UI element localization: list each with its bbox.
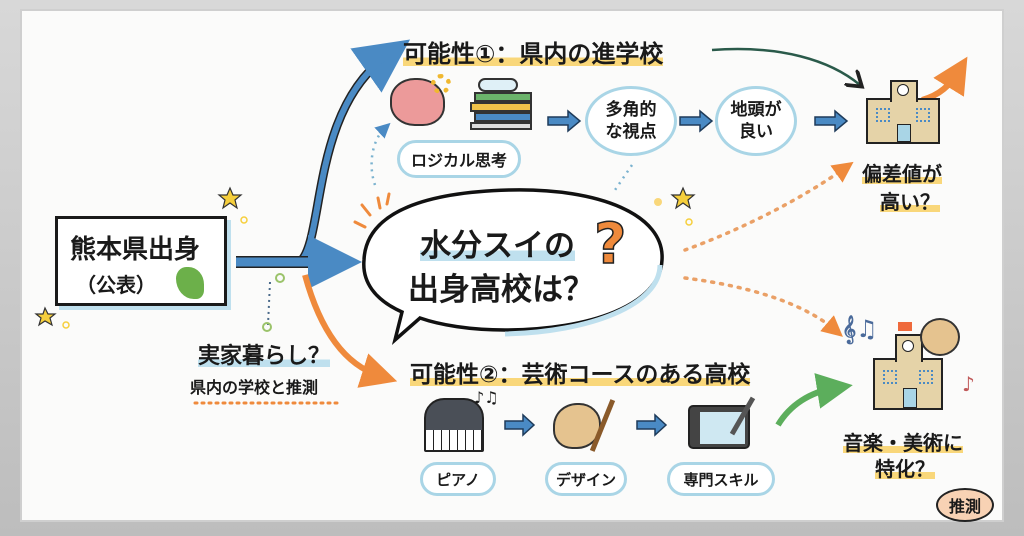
center-question-line2: 出身高校は？: [408, 272, 594, 308]
music-note-icon: 𝄞♫: [842, 315, 878, 343]
question-mark-icon: ?: [593, 211, 627, 278]
tablet-icon: [688, 405, 750, 449]
brain-icon: [390, 74, 451, 126]
guess-badge: 推測: [936, 488, 994, 522]
home-note: 県内の学校と推測: [190, 378, 319, 397]
origin-box: 熊本県出身 （公表）: [55, 216, 227, 306]
result1-line1: 偏差値が: [862, 162, 942, 186]
home-guess: 実家暮らし？: [198, 344, 331, 369]
school-icon: [866, 80, 940, 144]
origin-note: （公表）: [76, 273, 156, 297]
arts-school-icon: [873, 334, 943, 410]
label-skills: 専門スキル: [667, 462, 775, 496]
green-arrow: [775, 373, 853, 427]
center-question-line1: 水分スイの: [420, 228, 575, 264]
arrow-to-possibility2: [302, 274, 398, 388]
logic-bubble: ロジカル思考: [397, 140, 521, 178]
origin-label: 熊本県出身: [70, 235, 201, 265]
possibility1-title: 可能性①：県内の進学校: [403, 40, 664, 68]
result2-line1: 音楽・美術に: [843, 431, 963, 455]
gear-icon: [431, 74, 451, 94]
arrow-title-to-school: [711, 47, 860, 85]
music-note-icon: ♪♫: [474, 388, 499, 407]
palette-icon: [920, 318, 960, 356]
label-piano: ピアノ: [420, 462, 496, 496]
glasses-icon: [478, 78, 518, 92]
dotted-arrow-to-result2: [683, 276, 843, 337]
label-design: デザイン: [545, 462, 627, 496]
kumamoto-map-icon: [176, 267, 204, 299]
star-icon: [34, 306, 57, 327]
result2-line2: 特化？: [875, 457, 935, 481]
possibility2-title: 可能性②：芸術コースのある高校: [410, 362, 751, 388]
result1-line2: 高い？: [880, 190, 940, 214]
dotted-arrow-to-result1: [683, 161, 854, 252]
star-icon: [217, 186, 243, 210]
flag-icon: [898, 322, 912, 331]
clock-icon: [902, 340, 914, 352]
step-multiple-perspectives: 多角的 な視点: [585, 86, 677, 156]
step-smart: 地頭が 良い: [715, 86, 797, 156]
clock-icon: [897, 84, 909, 96]
books-icon: [470, 92, 532, 132]
piano-icon: [424, 398, 484, 452]
music-note-icon: ♪: [962, 372, 975, 396]
star-icon: [670, 186, 696, 210]
speech-bubble: [362, 188, 664, 346]
